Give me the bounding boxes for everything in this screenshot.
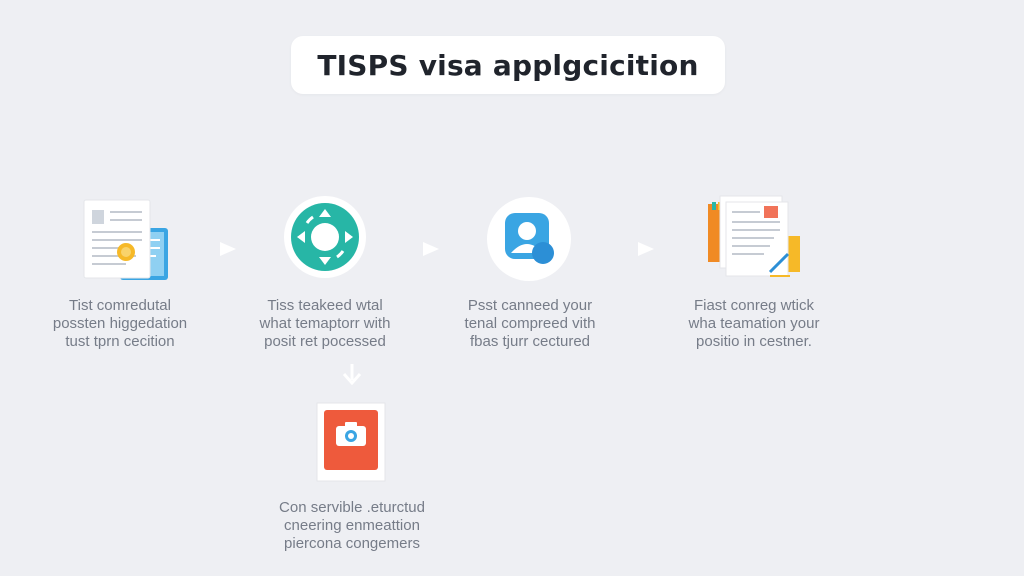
document-stack-icon (83, 199, 168, 280)
documents-pen-icon (708, 195, 800, 277)
title-card: TISPS visa applgcicition (291, 36, 725, 94)
step-4-caption: Fiast conreg wtick wha teamation your po… (688, 297, 820, 350)
step-5-caption: Con servible .eturctud cneering enmeatti… (279, 499, 425, 552)
step-2-caption: Tiss teakeed wtal what temaptorr with po… (259, 297, 391, 350)
step-3-caption: Psst canneed your tenal compreed vith fb… (464, 297, 596, 350)
circular-hub-icon (284, 196, 366, 278)
user-profile-icon (487, 197, 571, 281)
arrow-right-icon (220, 242, 236, 256)
page-title: TISPS visa applgcicition (317, 48, 699, 82)
arrow-down-icon (342, 364, 362, 386)
arrow-right-icon (638, 242, 654, 256)
camera-card-icon (316, 402, 386, 482)
arrow-right-icon (423, 242, 439, 256)
step-1-caption: Tist comredutal possten higgedation tust… (52, 297, 188, 350)
